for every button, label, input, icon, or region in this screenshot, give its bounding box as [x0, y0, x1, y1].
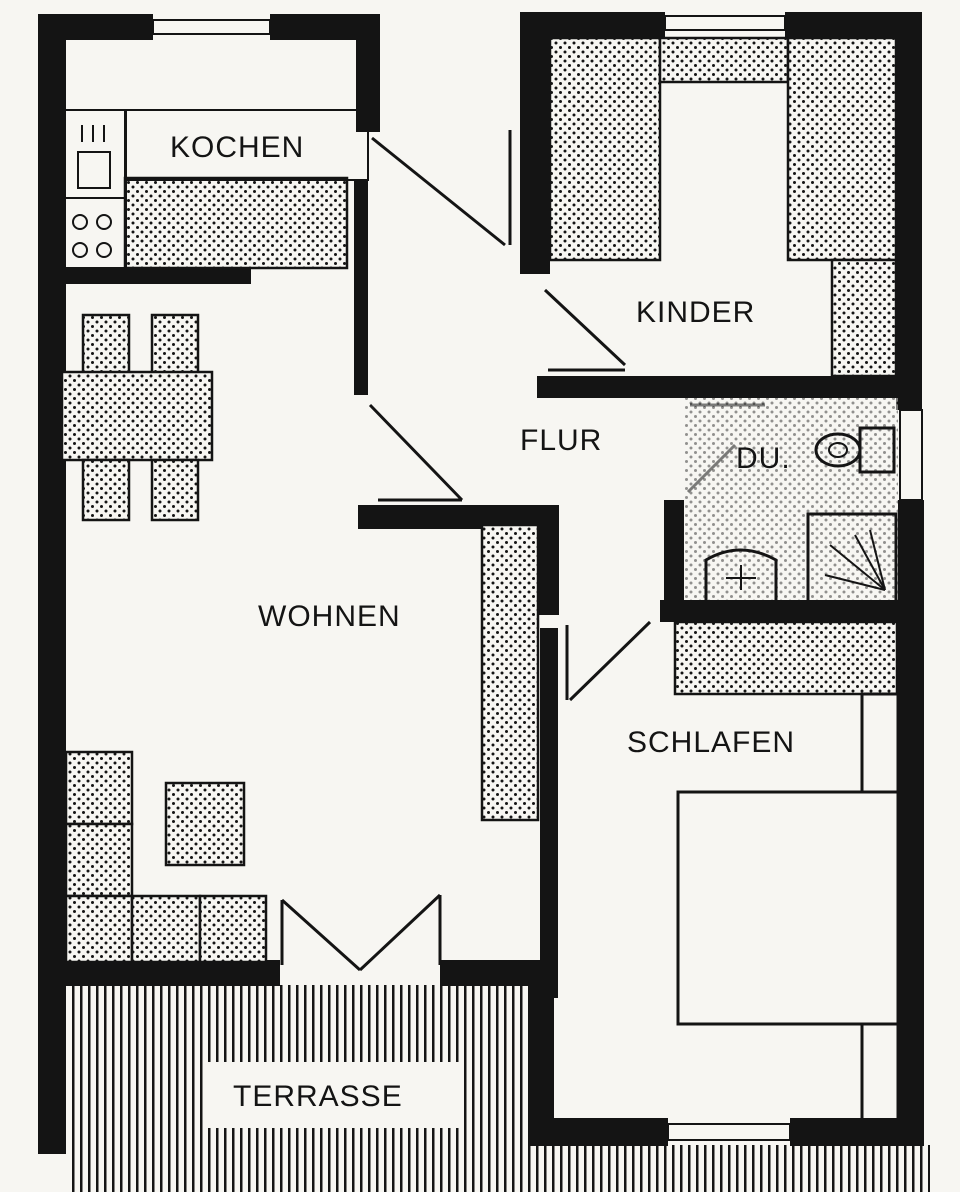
room-label-kochen: KOCHEN: [170, 131, 304, 164]
room-label-schlafen: SCHLAFEN: [627, 726, 795, 759]
living-room-furniture: [64, 523, 540, 964]
kitchen-furniture: [61, 109, 369, 270]
dining-table-set: [60, 313, 214, 522]
room-label-kinder: KINDER: [636, 296, 755, 329]
kinder-furniture: [548, 36, 898, 378]
bathroom-fixtures: [684, 398, 898, 604]
room-label-wohnen: WOHNEN: [258, 600, 401, 633]
windows: [152, 15, 923, 1141]
lower-terrace-strip: [530, 1145, 930, 1192]
room-label-dusche: DU.: [736, 442, 791, 475]
terrace-label-plate: [205, 1062, 463, 1128]
room-label-terrasse: TERRASSE: [233, 1080, 403, 1113]
room-label-flur: FLUR: [520, 424, 602, 457]
bedroom-furniture: [673, 620, 900, 1122]
